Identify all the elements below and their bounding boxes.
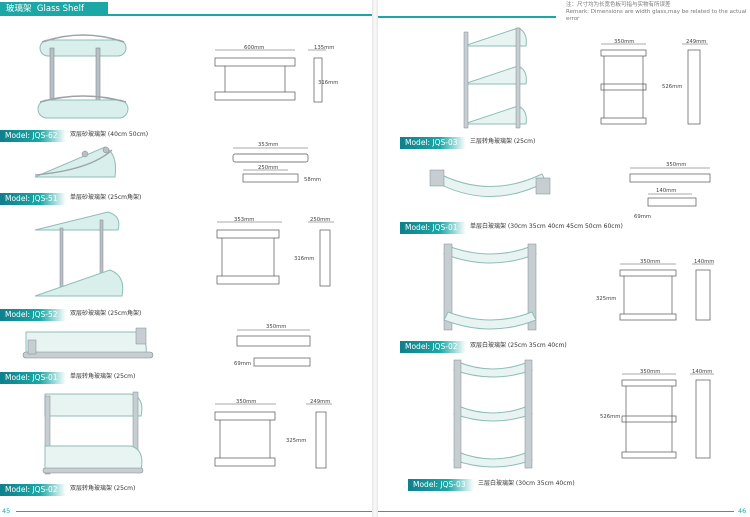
right-page: 注：尺寸均为长宽色板可指与实物有所误差 Remark: Dimensions a… <box>378 0 750 517</box>
header-rule <box>0 4 372 16</box>
model-label-jqs51: Model: JQS-51 <box>0 193 66 205</box>
note-cn: 注：尺寸均为长宽色板可指与实物有所误差 <box>566 2 671 8</box>
dim-width-jqs62: 600mm <box>244 45 264 51</box>
drawing-jqs01-right: 350mm 140mm 69mm <box>629 162 711 220</box>
product-photo-jqs02-right <box>443 243 537 331</box>
footer-rule-right <box>378 511 734 512</box>
model-label-jqs02-left: Model: JQS-02 <box>0 484 66 496</box>
drawing-jqs02-right: 350mm 140mm 325mm <box>596 259 714 321</box>
page-gutter <box>372 0 378 517</box>
model-label-jqs01-right: Model: JQS-01 <box>400 222 466 234</box>
model-desc-jqs01-right: 单层白玻璃架 (30cm 35cm 40cm 45cm 50cm 60cm) <box>470 223 623 230</box>
product-photo-jqs03-corner <box>463 27 527 129</box>
model-label-jqs03-right: Model: JQS-03 <box>408 479 474 491</box>
dim-depth-jqs03-corner: 249mm <box>686 39 706 45</box>
dim-height-jqs01-right: 69mm <box>634 214 651 220</box>
product-photo-jqs03-right <box>453 359 533 469</box>
model-desc-jqs01-left: 单层转角玻璃架 (25cm) <box>70 373 136 380</box>
section-title: 玻璃架 Glass Shelf <box>0 2 108 16</box>
drawing-jqs62: 600mm 135mm 316mm <box>214 45 338 103</box>
model-desc-jqs52: 双层砂玻璃架 (25cm角架) <box>70 310 142 317</box>
model-desc-jqs51: 单层砂玻璃架 (25cm角架) <box>70 194 142 201</box>
dim-height-jqs02-right: 325mm <box>596 296 616 302</box>
dim-width-jqs51: 353mm <box>258 142 278 148</box>
dim-width-jqs03-corner: 350mm <box>614 39 634 45</box>
model-label-jqs01-left: Model: JQS-01 <box>0 372 66 384</box>
dim-depth-jqs62: 135mm <box>314 45 334 51</box>
dim-depth-jqs03-right: 140mm <box>692 369 712 375</box>
page-number-right: 46 <box>738 507 747 515</box>
dim-depth-jqs02-right: 140mm <box>694 259 714 265</box>
model-desc-jqs62: 双层砂玻璃架 (40cm 50cm) <box>70 131 149 138</box>
footer-rule-left <box>16 511 372 512</box>
model-label-jqs62: Model: JQS-62 <box>0 130 66 142</box>
dim-width-jqs02-right: 350mm <box>640 259 660 265</box>
drawing-jqs01-left: 350mm 69mm <box>234 324 311 367</box>
dim-width-jqs02-left: 350mm <box>236 399 256 405</box>
header-note: 注：尺寸均为长宽色板可指与实物有所误差 Remark: Dimensions a… <box>566 2 750 23</box>
model-desc-jqs02-left: 双层转角玻璃架 (25cm) <box>70 485 136 492</box>
model-label-jqs03-corner: Model: JQS-03 <box>400 137 466 149</box>
dim-height-jqs62: 316mm <box>318 80 338 86</box>
product-photo-jqs62 <box>37 34 129 119</box>
page-number-left: 45 <box>2 507 11 515</box>
drawing-jqs03-right: 350mm 140mm 526mm <box>600 369 714 459</box>
dim-height-jqs03-right: 526mm <box>600 414 620 420</box>
dim-height-jqs51: 58mm <box>304 177 321 183</box>
note-en: Remark: Dimensions are width glass,may b… <box>566 9 747 22</box>
dim-height-jqs03-corner: 526mm <box>662 84 682 90</box>
dim-height-jqs02-left: 325mm <box>286 438 306 444</box>
product-photo-jqs02-left <box>42 391 144 475</box>
dim-depth-jqs52: 250mm <box>310 217 330 223</box>
drawing-jqs51: 353mm 250mm 58mm <box>232 142 321 183</box>
section-title-cn: 玻璃架 <box>6 4 32 14</box>
model-desc-jqs03-corner: 三层转角玻璃架 (25cm) <box>470 138 536 145</box>
left-page: 玻璃架 Glass Shelf Model: JQS-62 双层砂玻璃架 (40… <box>0 0 372 517</box>
dim-width-jqs03-right: 350mm <box>640 369 660 375</box>
product-photo-jqs51 <box>34 146 116 178</box>
model-label-jqs52: Model: JQS-52 <box>0 309 66 321</box>
dim-width-jqs01-right: 350mm <box>666 162 686 168</box>
header-rule-right <box>378 16 556 18</box>
product-photo-jqs01-left <box>22 327 154 359</box>
drawing-jqs03-corner: 350mm 249mm 526mm <box>600 39 708 125</box>
drawing-jqs02-left: 350mm 249mm 325mm <box>214 399 332 469</box>
dim-width-jqs01-left: 350mm <box>266 324 286 330</box>
dim-width-jqs52: 353mm <box>234 217 254 223</box>
dim-depth-jqs01-right: 140mm <box>656 188 676 194</box>
product-photo-jqs52 <box>34 211 124 297</box>
dim-height-jqs52: 316mm <box>294 256 314 262</box>
model-label-jqs02-right: Model: JQS-02 <box>400 341 466 353</box>
dim-depth-jqs51: 250mm <box>258 165 278 171</box>
section-title-en: Glass Shelf <box>36 4 85 14</box>
dim-depth-jqs02-left: 249mm <box>310 399 330 405</box>
model-desc-jqs03-right: 三层白玻璃架 (30cm 35cm 40cm) <box>478 480 575 487</box>
model-desc-jqs02-right: 双层白玻璃架 (25cm 35cm 40cm) <box>470 342 567 349</box>
dim-height-jqs01-left: 69mm <box>234 361 251 367</box>
drawing-jqs52: 353mm 250mm 316mm <box>216 217 334 287</box>
product-photo-jqs01-right <box>429 169 551 197</box>
